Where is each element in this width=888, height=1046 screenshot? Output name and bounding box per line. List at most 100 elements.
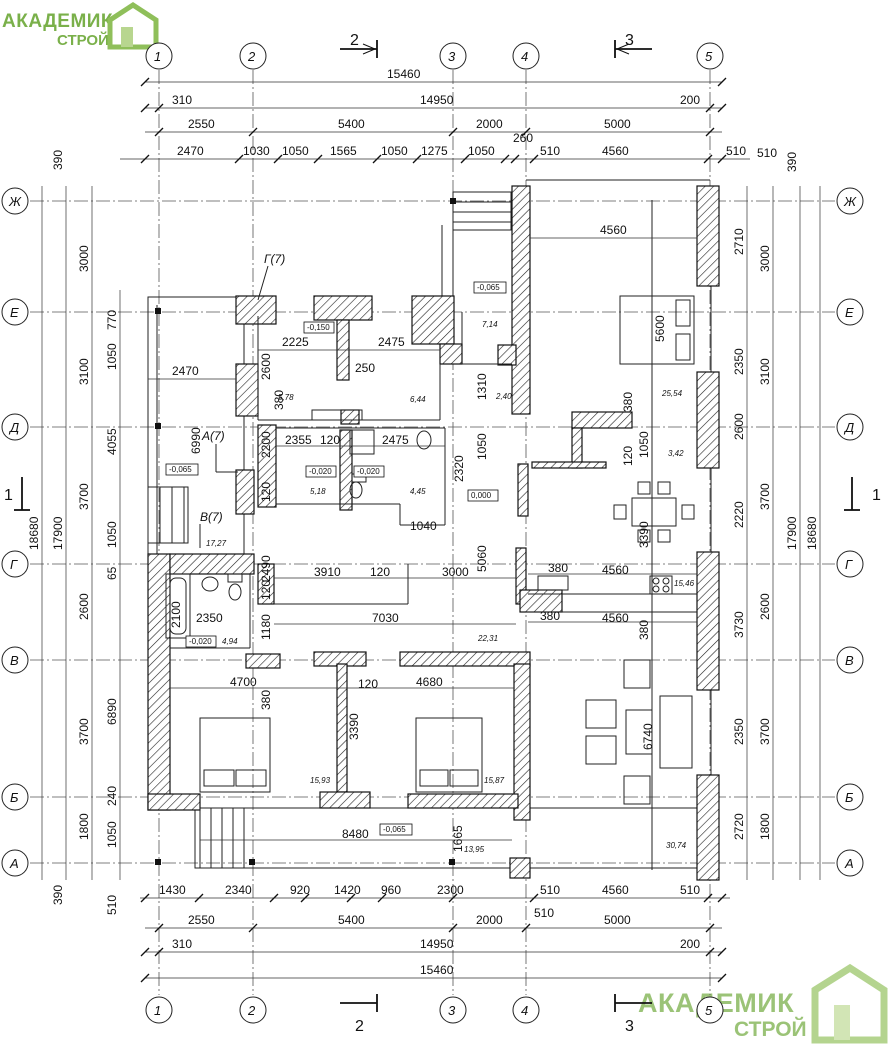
- level-7: -0,065: [383, 825, 406, 834]
- logo-text-line2-bottom: СТРОЙ: [734, 1017, 807, 1041]
- area-7: 4,45: [410, 487, 426, 496]
- room-areas: 7,14 5,78 6,44 2,40 25,54 3,42 5,18 4,45…: [206, 320, 695, 854]
- dim-right-edge-0: 390: [785, 152, 799, 172]
- dim-bot-r3-0: 310: [172, 937, 192, 951]
- axis-label-g-left: Г: [10, 557, 18, 572]
- dims-left: 18680 17900 390 390 510 3000 3100 3700 2…: [27, 150, 121, 915]
- idim-6: 380: [272, 390, 286, 410]
- axis-label-1-top: 1: [154, 49, 161, 64]
- idim-30: 2100: [169, 601, 183, 628]
- axis-label-d-right: Д: [843, 420, 854, 435]
- dim-bot-r1-1: 2340: [225, 883, 252, 897]
- idim-7: 2600: [259, 353, 273, 380]
- dim-left-axis-1: 3100: [77, 358, 91, 385]
- idim-8: 1310: [475, 373, 489, 400]
- dim-top-r4-6: 1050: [468, 144, 495, 158]
- area-14: 13,95: [464, 845, 485, 854]
- logo-text-line1: АКАДЕМИК: [2, 11, 113, 32]
- dim-left-inner-3: 1050: [105, 521, 119, 548]
- bed-right: [415, 717, 483, 793]
- dim-right-inner-5: 2350: [732, 718, 746, 745]
- dim-bot-r1-4: 960: [381, 883, 401, 897]
- walls: [147, 185, 720, 881]
- dim-right-outer: 18680: [805, 516, 819, 550]
- axis-label-3-top: 3: [448, 49, 456, 64]
- axis-label-4-bottom: 4: [521, 1003, 528, 1018]
- level-0: -0,150: [307, 323, 330, 332]
- idim-36: 380: [637, 620, 651, 640]
- idim-3: 2475: [378, 335, 405, 349]
- area-4: 25,54: [661, 389, 683, 398]
- dim-left-inner-0: 770: [105, 310, 119, 330]
- section-1-left: 1: [4, 487, 13, 504]
- dim-top-r4-0: 2470: [177, 144, 204, 158]
- dim-left-axis-3: 2600: [77, 593, 91, 620]
- dim-right-inner-4: 3730: [732, 611, 746, 638]
- idim-19: 380: [621, 392, 635, 412]
- idim-12: 2475: [382, 433, 409, 447]
- idim-32: 1180: [259, 614, 273, 640]
- dim-bot-r2-0: 2550: [188, 913, 215, 927]
- logo-text-line2: СТРОЙ: [57, 31, 109, 49]
- idim-43: 8480: [342, 827, 369, 841]
- idim-14: 120: [259, 482, 273, 502]
- dims-bottom: 1430 2340 920 1420 960 2300 510 4560 510…: [140, 883, 730, 983]
- level-3: -0,020: [357, 467, 380, 476]
- area-9: 15,46: [674, 579, 695, 588]
- area-11: 4,94: [222, 637, 238, 646]
- idim-31: 2350: [196, 611, 223, 625]
- area-12: 15,93: [310, 776, 331, 785]
- dim-top-r4-10: 510: [726, 144, 746, 158]
- dim-left-inner-7: 1050: [105, 821, 119, 848]
- dim-left-axis-2: 3700: [77, 483, 91, 510]
- idim-17: 1040: [410, 519, 437, 533]
- dim-right-mid: 17900: [785, 516, 799, 550]
- idim-21: 1050: [637, 431, 651, 458]
- area-6: 5,18: [310, 487, 326, 496]
- level-1: -0,065: [477, 283, 500, 292]
- dim-bot-r1-6: 510: [540, 883, 560, 897]
- axis-label-b-right: Б: [845, 790, 854, 805]
- idim-10: 2355: [285, 433, 312, 447]
- area-8: 17,27: [206, 539, 227, 548]
- idim-1: 5600: [653, 315, 667, 342]
- dim-bot-overall: 15460: [420, 963, 454, 977]
- idim-33: 7030: [372, 611, 399, 625]
- dim-right-axis-0: 3000: [758, 245, 772, 272]
- axis-label-a-left: А: [9, 856, 19, 871]
- dim-left-axis-0: 3000: [77, 245, 91, 272]
- dim-top-r4-8: 510: [540, 144, 560, 158]
- axis-label-1-bottom: 1: [154, 1003, 161, 1018]
- logo-house-icon-bottom: [811, 963, 888, 1044]
- idim-44: 1665: [451, 825, 465, 852]
- idim-20: 120: [621, 446, 635, 466]
- axis-label-zh-left: Ж: [8, 194, 22, 209]
- area-15: 30,74: [666, 841, 687, 850]
- level-marks: -0,150 -0,065 -0,020 -0,020 0,000 -0,065…: [165, 281, 507, 836]
- axis-label-e-right: Е: [845, 305, 854, 320]
- idim-23: 3910: [314, 565, 341, 579]
- furniture: [165, 295, 695, 805]
- idim-15: 2320: [452, 455, 466, 482]
- axis-label-a-right: А: [844, 856, 854, 871]
- dim-top-r4-7: 260: [513, 131, 533, 145]
- section-2-bottom: 2: [355, 1018, 364, 1035]
- steps: [147, 191, 512, 869]
- area-1: 5,78: [278, 393, 294, 402]
- dims-right: 2710 2350 2600 2220 3730 2350 2720 3000 …: [732, 146, 821, 880]
- dim-bot-r1-0: 1430: [159, 883, 186, 897]
- logo-bottom: АКАДЕМИК СТРОЙ: [638, 963, 888, 1044]
- idim-41: 3390: [347, 713, 361, 740]
- dim-top-r4-1: 1030: [243, 144, 270, 158]
- dim-top-r4-5: 1275: [421, 144, 448, 158]
- dim-right-axis-4: 3700: [758, 718, 772, 745]
- axis-bubbles-top: 1 2 3 4 5: [145, 42, 724, 70]
- idim-22: 3390: [637, 521, 651, 548]
- label-g7: Г(7): [264, 252, 285, 266]
- axis-label-e-left: Е: [10, 305, 19, 320]
- dim-left-edge-0: 390: [51, 150, 65, 170]
- dim-right-edge-1: 510: [757, 146, 777, 160]
- idim-13: 2200: [259, 431, 273, 458]
- idim-4: 2470: [172, 364, 199, 378]
- idim-9: 6990: [189, 427, 203, 454]
